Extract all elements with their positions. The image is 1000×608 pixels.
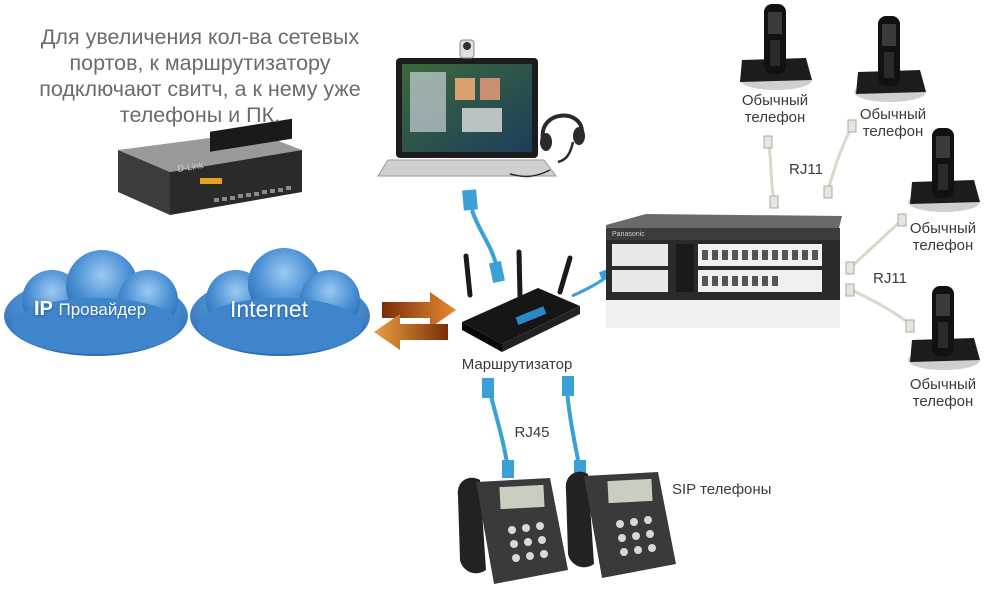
ip-provider-cloud: [4, 250, 188, 356]
router: [462, 249, 580, 352]
note-line-2: портов, к маршрутизатору: [69, 51, 331, 75]
rj45-label: RJ45: [514, 424, 550, 441]
rj11-label-right: RJ11: [873, 270, 907, 287]
sip-phones-label: SIP телефоны: [672, 481, 772, 498]
phone-2-label: Обычный телефон: [859, 106, 927, 140]
pbx-brand: Panasonic: [612, 231, 645, 238]
info-note: Для увеличения кол-ва сетевых портов, к …: [14, 24, 386, 128]
phone-4-label: Обычный телефон: [909, 376, 977, 410]
cable-laptop-router: [462, 189, 505, 284]
note-line-3: подключают свитч, а к нему уже: [39, 77, 361, 101]
sip-phone-2: [565, 471, 676, 578]
headset: [509, 113, 585, 178]
cordless-phone-3: [908, 128, 980, 212]
internet-cloud: [190, 248, 370, 356]
router-label: Маршрутизатор: [461, 356, 573, 373]
phone-3-label: Обычный телефон: [909, 220, 977, 254]
phone-1-label: Обычный телефон: [741, 92, 809, 126]
network-switch: [118, 118, 302, 215]
cordless-phone-4: [908, 286, 980, 370]
sip-phone-1: [457, 477, 568, 584]
traffic-arrows: [374, 292, 456, 350]
cordless-phone-1: [740, 4, 812, 90]
note-line-1: Для увеличения кол-ва сетевых: [40, 25, 360, 49]
rj11-label-top: RJ11: [789, 161, 823, 178]
ip-label: IP: [34, 298, 53, 320]
laptop-pc: [377, 39, 557, 177]
internet-label: Internet: [230, 296, 308, 322]
provider-label: Провайдер: [58, 300, 147, 319]
ip-provider-label: IP Провайдер: [34, 298, 146, 321]
cordless-phone-2: [854, 16, 926, 102]
switch-brand: D-Link: [177, 160, 205, 174]
note-line-4: телефоны и ПК.: [119, 103, 281, 127]
pbx-station: [606, 214, 842, 328]
